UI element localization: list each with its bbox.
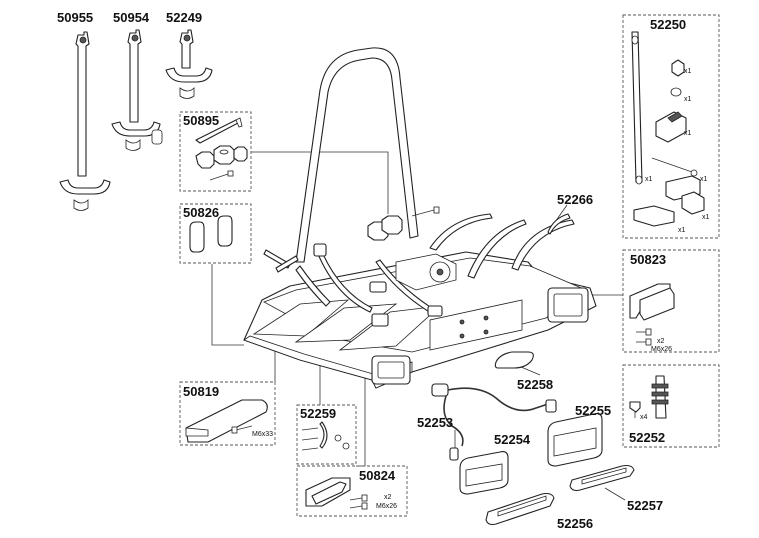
label-52266: 52266 bbox=[557, 192, 593, 207]
cover-52258[interactable] bbox=[494, 351, 534, 369]
kit-box-50819 bbox=[179, 381, 276, 446]
size-m6x33-50819: M6x33 bbox=[252, 431, 273, 438]
quantity-annotations: x1 x1 x1 x1 x1 x1 x1 x2 M6x26 M6x33 x2 M… bbox=[252, 68, 710, 510]
kit-52259-parts[interactable] bbox=[301, 421, 350, 451]
label-52255: 52255 bbox=[575, 403, 611, 418]
bike-arm-50955[interactable] bbox=[59, 31, 111, 211]
label-50895: 50895 bbox=[183, 113, 219, 128]
kit-box-50823 bbox=[622, 249, 720, 353]
label-52250: 52250 bbox=[650, 17, 686, 32]
plate-52256[interactable] bbox=[485, 492, 555, 526]
qty-x1-f: x1 bbox=[702, 214, 710, 221]
qty-x1-e: x1 bbox=[700, 176, 708, 183]
carrier-frame[interactable] bbox=[243, 47, 597, 389]
label-50823: 50823 bbox=[630, 252, 666, 267]
qty-x1-c: x1 bbox=[684, 130, 692, 137]
kit-box-52259 bbox=[296, 404, 357, 465]
label-52254: 52254 bbox=[494, 432, 531, 447]
label-52252: 52252 bbox=[629, 430, 665, 445]
kit-box-50826 bbox=[179, 203, 252, 264]
kit-50823-parts[interactable] bbox=[629, 283, 675, 346]
qty-x4-52252: x4 bbox=[640, 414, 648, 421]
label-50954: 50954 bbox=[113, 10, 150, 25]
kit-box-50895 bbox=[179, 111, 252, 192]
qty-x1-d: x1 bbox=[645, 176, 653, 183]
label-52249: 52249 bbox=[166, 10, 202, 25]
kit-box-52250 bbox=[622, 14, 720, 239]
wiring-harness-52253[interactable] bbox=[431, 383, 557, 461]
kit-50824-parts[interactable] bbox=[305, 477, 368, 510]
label-50955: 50955 bbox=[57, 10, 93, 25]
kit-52252-parts[interactable] bbox=[629, 375, 669, 419]
handle-50819[interactable] bbox=[185, 399, 268, 443]
plate-52257[interactable] bbox=[569, 464, 635, 492]
size-m6x26-50823: M6x26 bbox=[651, 346, 672, 353]
qty-x2-50823: x2 bbox=[657, 338, 665, 345]
label-52257: 52257 bbox=[627, 498, 663, 513]
kit-50826-parts[interactable] bbox=[189, 215, 233, 253]
kit-52250-parts[interactable] bbox=[631, 31, 705, 227]
kit-50895-parts[interactable] bbox=[195, 117, 248, 181]
label-50824: 50824 bbox=[359, 468, 396, 483]
label-52253: 52253 bbox=[417, 415, 453, 430]
qty-x1-g: x1 bbox=[678, 227, 686, 234]
kit-box-50824 bbox=[296, 465, 408, 517]
label-52256: 52256 bbox=[557, 516, 593, 531]
label-50826: 50826 bbox=[183, 205, 219, 220]
kit-box-52252 bbox=[622, 364, 720, 448]
lamp-52255[interactable] bbox=[547, 413, 603, 467]
qty-x1-b: x1 bbox=[684, 96, 692, 103]
qty-x1-a: x1 bbox=[684, 68, 692, 75]
bike-arm-52249[interactable] bbox=[165, 29, 213, 99]
label-52259: 52259 bbox=[300, 406, 336, 421]
wheel-straps-52266[interactable] bbox=[547, 213, 571, 235]
bike-arm-50954[interactable] bbox=[111, 29, 163, 151]
label-50819: 50819 bbox=[183, 384, 219, 399]
lamp-52254[interactable] bbox=[459, 451, 509, 495]
part-labels: 50955 50954 52249 50895 50826 50819 5225… bbox=[57, 10, 686, 531]
label-52258: 52258 bbox=[517, 377, 553, 392]
qty-x2-50824: x2 bbox=[384, 494, 392, 501]
size-m6x26-50824: M6x26 bbox=[376, 503, 397, 510]
